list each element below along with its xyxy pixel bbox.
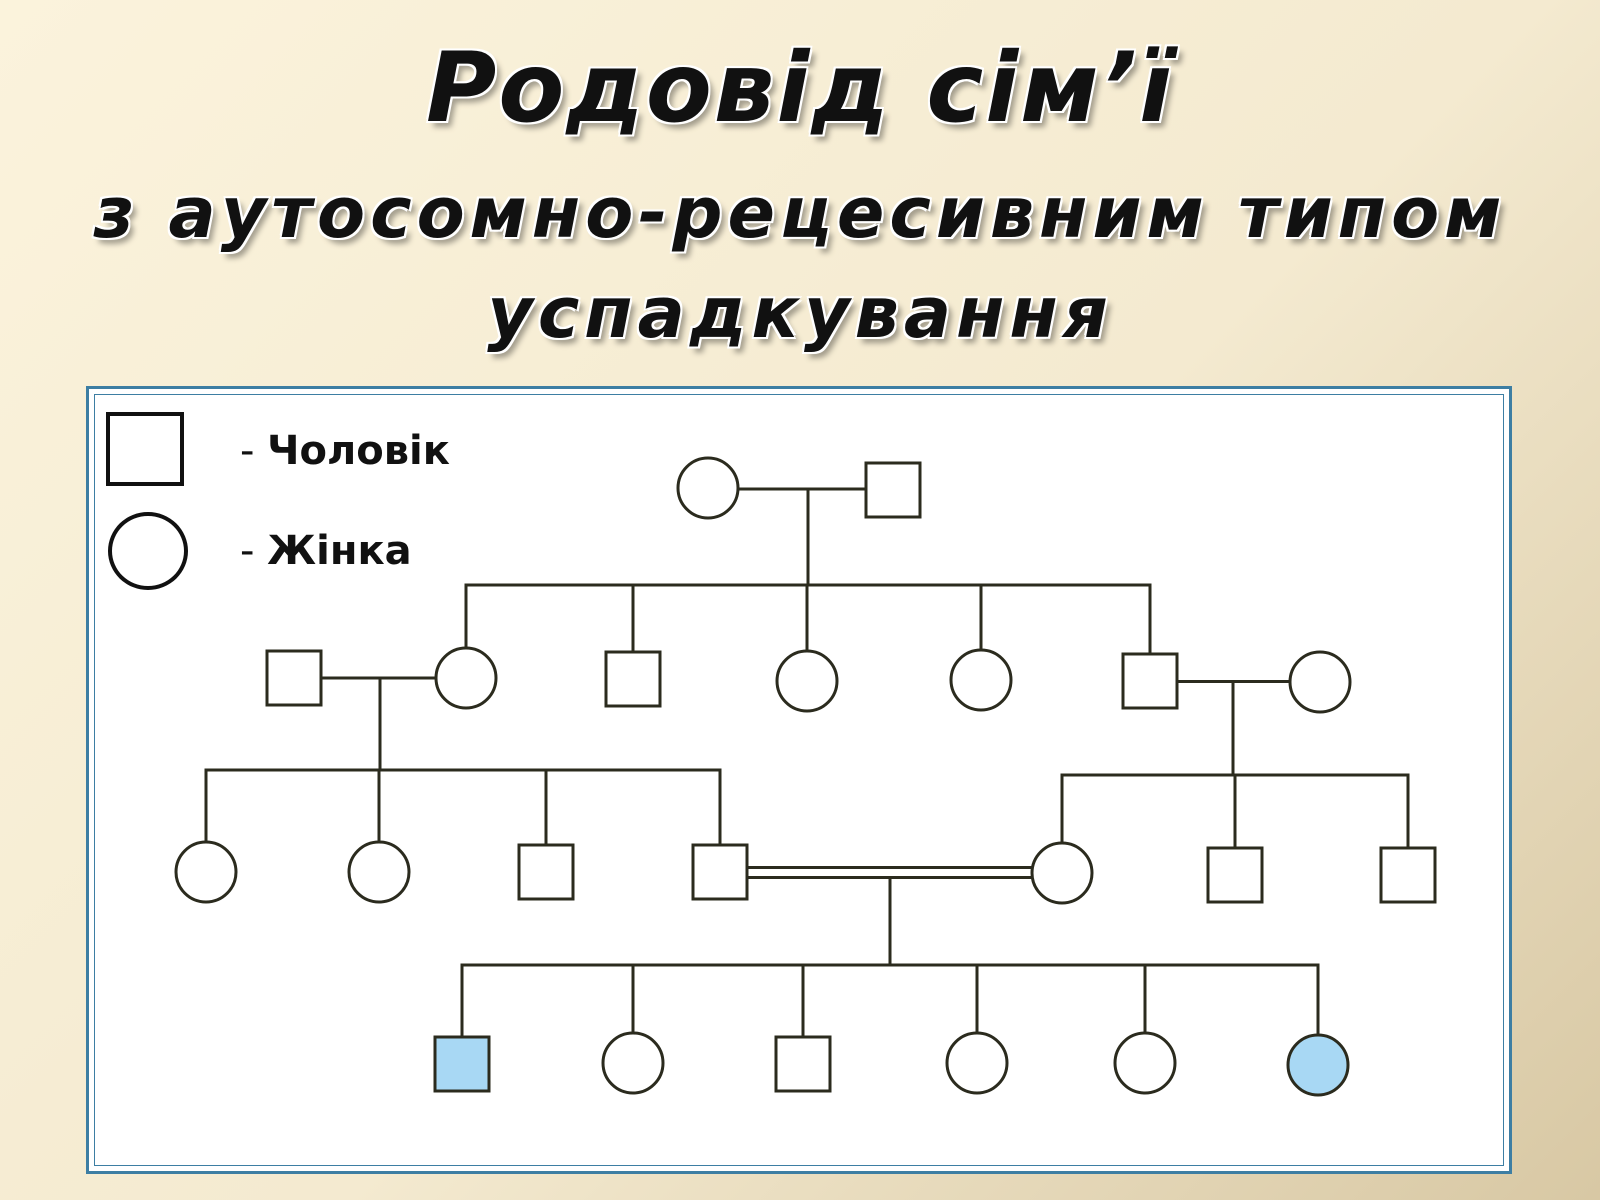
unaffected-female-circle (601, 1031, 665, 1095)
unaffected-male-square (864, 461, 922, 519)
unaffected-female-circle (1288, 650, 1352, 714)
legend-male-square-icon (106, 412, 184, 486)
unaffected-female-circle (775, 649, 839, 713)
legend-male-label: Чоловік (267, 428, 450, 474)
unaffected-male-square (774, 1035, 832, 1093)
legend-dash: - (240, 528, 255, 574)
title-line-3: успадкування (487, 272, 1113, 354)
affected-female-circle (1286, 1033, 1350, 1097)
unaffected-female-circle (1113, 1031, 1177, 1095)
unaffected-male-square (517, 843, 575, 901)
unaffected-female-circle (1030, 841, 1094, 905)
unaffected-female-circle (174, 840, 238, 904)
unaffected-male-square (604, 650, 662, 708)
unaffected-male-square (691, 843, 749, 901)
unaffected-male-square (1206, 846, 1264, 904)
title-line-2: з аутосомно-рецесивним типом (93, 172, 1507, 254)
unaffected-male-square (265, 649, 323, 707)
affected-male-square (433, 1035, 491, 1093)
unaffected-female-circle (676, 456, 740, 520)
legend-female-label: Жінка (267, 528, 412, 574)
unaffected-male-square (1379, 846, 1437, 904)
legend-female: - Жінка (240, 528, 412, 574)
legend-male: - Чоловік (240, 428, 450, 474)
legend-dash: - (240, 428, 255, 474)
unaffected-female-circle (434, 646, 498, 710)
unaffected-female-circle (949, 648, 1013, 712)
unaffected-female-circle (945, 1031, 1009, 1095)
legend-female-circle-icon (108, 512, 188, 590)
title-line-1: Родовід сім’ї (425, 32, 1175, 144)
unaffected-male-square (1121, 652, 1179, 710)
unaffected-female-circle (347, 840, 411, 904)
